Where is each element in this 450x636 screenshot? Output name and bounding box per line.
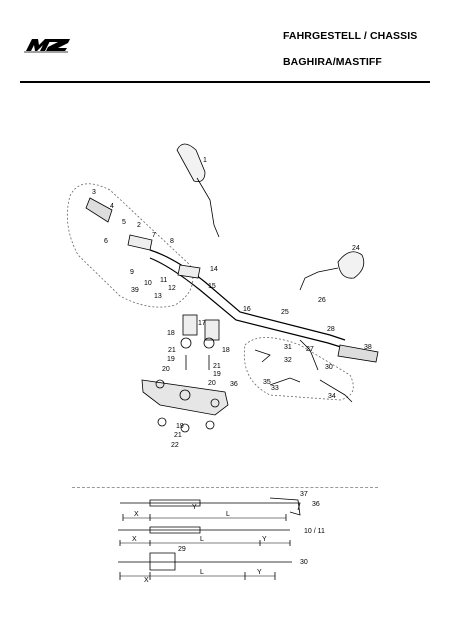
part-label: 26 bbox=[318, 297, 326, 304]
part-label: 38 bbox=[364, 344, 372, 351]
part-label: 20 bbox=[208, 380, 216, 387]
part-label: 36 bbox=[312, 501, 320, 508]
dim-label: L bbox=[200, 569, 204, 576]
dimension-labels: X Y L X L Y X L Y bbox=[132, 504, 267, 584]
section-divider bbox=[72, 487, 378, 488]
part-label: 30 bbox=[325, 364, 333, 371]
dim-label: Y bbox=[262, 536, 267, 543]
part-label: 24 bbox=[352, 245, 360, 252]
triple-clamp bbox=[141, 379, 229, 416]
part-label: 31 bbox=[284, 344, 292, 351]
cable-37-36 bbox=[120, 502, 301, 511]
part-label: 21 bbox=[174, 432, 182, 439]
part-label: 14 bbox=[210, 266, 218, 273]
part-label: 16 bbox=[243, 306, 251, 313]
dim-label: L bbox=[200, 536, 204, 543]
part-label: 10 / 11 bbox=[304, 528, 325, 535]
part-labels: 1 2 3 4 5 6 7 8 9 10 11 12 13 14 15 16 1… bbox=[92, 157, 372, 566]
part-label: 15 bbox=[208, 283, 216, 290]
left-grip bbox=[85, 197, 113, 223]
dim-label: X bbox=[132, 536, 137, 543]
part-label: 18 bbox=[167, 330, 175, 337]
part-label: 32 bbox=[284, 357, 292, 364]
dim-label: X bbox=[134, 511, 139, 518]
part-label: 6 bbox=[104, 238, 108, 245]
part-label: 4 bbox=[110, 203, 114, 210]
part-label: 36 bbox=[230, 381, 238, 388]
part-label: 27 bbox=[306, 346, 314, 353]
part-label: 22 bbox=[171, 442, 179, 449]
part-label: 11 bbox=[160, 277, 167, 284]
part-label: 10 bbox=[144, 280, 152, 287]
page-title: FAHRGESTELL / CHASSIS bbox=[283, 30, 418, 42]
part-label: 8 bbox=[170, 238, 174, 245]
part-label: 33 bbox=[271, 385, 279, 392]
right-mirror bbox=[337, 251, 365, 279]
page-subtitle: BAGHIRA/MASTIFF bbox=[283, 56, 382, 68]
part-label: 28 bbox=[327, 326, 335, 333]
dim-label: L bbox=[226, 511, 230, 518]
part-label: 25 bbox=[281, 309, 289, 316]
part-label: 20 bbox=[162, 366, 170, 373]
part-label: 18 bbox=[222, 347, 230, 354]
part-label: 9 bbox=[130, 269, 134, 276]
part-label: 34 bbox=[328, 393, 336, 400]
dim-label: X bbox=[144, 577, 149, 584]
part-label: 3 bbox=[92, 189, 96, 196]
part-label: 19 bbox=[176, 423, 184, 430]
right-controls-outline bbox=[243, 337, 354, 401]
handlebar bbox=[149, 249, 346, 341]
part-label: 19 bbox=[167, 356, 175, 363]
part-label: 29 bbox=[178, 546, 186, 553]
part-label: 35 bbox=[263, 379, 271, 386]
part-label: 21 bbox=[168, 347, 176, 354]
part-label: 19 bbox=[213, 371, 221, 378]
part-label: 2 bbox=[137, 222, 141, 229]
dim-label: Y bbox=[192, 504, 197, 511]
part-label: 30 bbox=[300, 559, 308, 566]
dim-label: Y bbox=[257, 569, 262, 576]
left-mirror bbox=[176, 143, 206, 182]
part-label: 1 bbox=[203, 157, 207, 164]
part-label: 37 bbox=[300, 491, 308, 498]
header-rule bbox=[20, 81, 430, 83]
part-label: 12 bbox=[168, 285, 176, 292]
part-label: 7 bbox=[152, 232, 156, 239]
part-label: 21 bbox=[213, 363, 221, 370]
part-label: 5 bbox=[122, 219, 126, 226]
part-label: 13 bbox=[154, 293, 162, 300]
part-label: 17 bbox=[198, 320, 206, 327]
right-grip bbox=[337, 344, 379, 363]
mz-logo bbox=[24, 39, 70, 53]
part-label: 39 bbox=[131, 287, 139, 294]
